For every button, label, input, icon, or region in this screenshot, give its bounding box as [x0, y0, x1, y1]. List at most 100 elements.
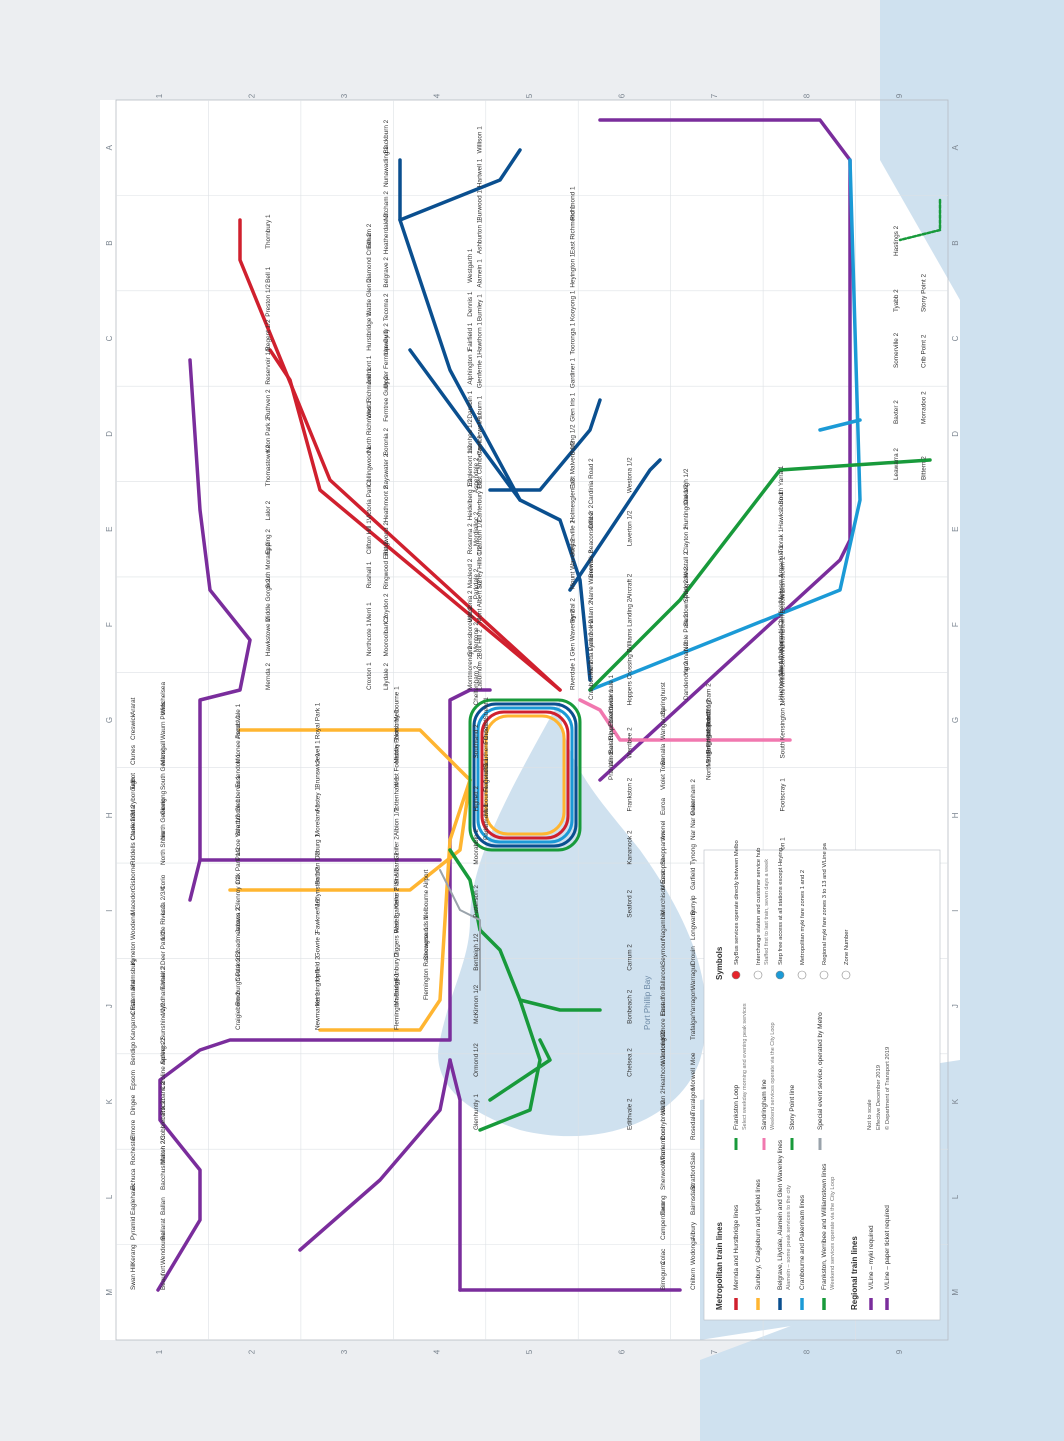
station-red: West Richmond 1 [366, 368, 373, 419]
station-regional: Albury [690, 1221, 697, 1240]
station-regional: Caroline Springs 2 [160, 1037, 167, 1090]
legend-symbol-text: Regional myki fare zones 3 to 13 and V/L… [822, 842, 828, 965]
station-blue: Hawksburn 1 [778, 491, 785, 529]
station-navy: Nunawading 2 [383, 146, 390, 187]
station-pink: Sandringham 2 [706, 683, 713, 727]
grid-letter: C [951, 335, 960, 341]
station-regional: Bunyip [690, 895, 697, 915]
sandringham-line [578, 698, 792, 742]
grid-frame [115, 99, 949, 1341]
legend-footer: Effective December 2019 [876, 1065, 882, 1130]
station-yellow: Kensington 1 [314, 968, 321, 1006]
station-regional: Donnybrook 2 [660, 1100, 667, 1140]
station-regional: Heathcote Junction 2 [660, 1030, 667, 1090]
station-regional: Waurn Ponds [160, 702, 167, 740]
legend-regional-item: V/Line – paper ticket required [884, 1205, 891, 1290]
station-green: Westona 1/2 [626, 457, 633, 493]
station-navy: Blackburn 2 [383, 119, 390, 153]
station-regional: Marshall [160, 741, 167, 765]
station-grey: Melbourne Airport [423, 869, 430, 920]
legend-item2-title: Special event service, operated by Metro [817, 1012, 824, 1130]
station-regional: Wallan 2 [660, 1090, 667, 1115]
station-stony: Somerville 2 [893, 332, 900, 368]
station-red: Epping 2 [265, 529, 272, 555]
legend-symbol-zone13 [819, 970, 829, 980]
station-red: Ruthven 2 [265, 389, 272, 419]
station-regional: Tynong [690, 844, 697, 865]
station-regional: Eaglehawk [130, 1183, 137, 1215]
station-navy: Burwood 1 [476, 190, 483, 221]
station-yellow: Strathmore 1 [235, 799, 242, 836]
station-blue: Lynbrook 2 [588, 619, 595, 651]
station-red: Preston 1/2 [265, 284, 272, 317]
station-regional: Kerang [130, 1244, 137, 1265]
legend-item-note: Alamein – some peak services to the city [786, 1185, 792, 1290]
station-red: Merri 1 [366, 602, 373, 622]
station-red: Rushall 1 [366, 561, 373, 588]
cranbourne-line [818, 418, 862, 432]
station-navy: Belgrave 2 [383, 257, 390, 288]
legend-symbol-text: Metropolitan myki fare zones 1 and 2 [800, 870, 806, 965]
station-green: Highett 2 [473, 786, 480, 812]
station-regional: Maryborough [130, 777, 137, 815]
station-blue: South Yarra 1 [778, 465, 785, 504]
station-red: Thomastown 2 [265, 444, 272, 486]
station-grey: Flemington Racecourse 1 [423, 927, 430, 1000]
station-loop: Melbourne Central 1 [483, 758, 490, 816]
station-regional: Tallarook [660, 964, 667, 990]
station-red: Eltham 2 [366, 223, 373, 249]
legend-box [703, 849, 941, 1321]
grid-number: 5 [525, 1349, 534, 1354]
station-blue: Cranbourne 2 [588, 660, 595, 700]
station-loop: Southern Cross 1 [483, 718, 490, 768]
station-red: Jolimont 1 [366, 355, 373, 385]
station-yellow: Tottenham 1 [394, 776, 401, 812]
legend-item2-title: Frankston Loop [733, 1084, 740, 1130]
station-regional: Talbot [130, 773, 137, 790]
station-navy: Ferntree Gully 2 [383, 376, 390, 422]
regional-line-albury [188, 358, 252, 862]
station-green: Footscray 1 [780, 778, 787, 812]
grid-letter: K [105, 1098, 114, 1104]
station-regional: Camperdown [660, 1202, 667, 1240]
station-grey: Showgrounds 1 [423, 915, 430, 960]
station-regional: Wyndham Vale 2 [160, 966, 167, 1015]
sunbury-line [318, 778, 472, 1032]
grid-letter: M [951, 1289, 960, 1296]
grid-letter: L [105, 1194, 114, 1199]
grid-letter: F [951, 622, 960, 627]
station-regional: Little River 2 [160, 904, 167, 940]
glen-waverley-line [568, 458, 662, 592]
station-regional: Bendigo [130, 1041, 137, 1065]
station-pink: Brighton Beach 1/2 [706, 699, 713, 754]
station-green: Bonbeach 2 [626, 989, 633, 1024]
legend-symbol-skybus [731, 970, 741, 980]
station-stony: Baxter 2 [893, 400, 900, 424]
station-navy: Gardiner 1 [570, 358, 577, 389]
station-regional: Garfield [690, 867, 697, 890]
station-regional: Tarneit 2 [160, 965, 167, 990]
station-blue: Berwick 2 [588, 550, 595, 578]
legend-item-title: Belgrave, Lilydale, Alamein and Glen Wav… [777, 1139, 784, 1290]
grid-number: 1 [155, 1349, 164, 1354]
station-red: Westgarth 1 [467, 248, 474, 283]
station-stony: Hastings 2 [893, 225, 900, 256]
station-navy: Camberwell 1 [476, 416, 483, 456]
station-yellow: Batman 1/2 [314, 851, 321, 884]
station-navy: Glen Iris 1 [570, 392, 577, 422]
legend-item2-title: Sandringham line [761, 1079, 768, 1130]
station-regional: Pakenham 2 [690, 779, 697, 815]
station-green: North Williamstown 1 [780, 645, 787, 705]
station-regional: Warragul [690, 964, 697, 990]
station-green: Southland 2 [473, 724, 480, 759]
station-blue: Toorak 1 [778, 528, 785, 553]
station-red: Northcote 1 [366, 623, 373, 656]
station-blue: Dandenong 2 [683, 661, 690, 700]
station-red: Macleod 2 [467, 558, 474, 588]
station-navy: Burnley 1 [476, 294, 483, 321]
station-blue: Springvale 2 [683, 566, 690, 602]
station-regional: Violet Town [660, 757, 667, 790]
train-lines [156, 118, 942, 1292]
grid-number: 4 [433, 1349, 442, 1354]
grid-number: 3 [340, 93, 349, 98]
